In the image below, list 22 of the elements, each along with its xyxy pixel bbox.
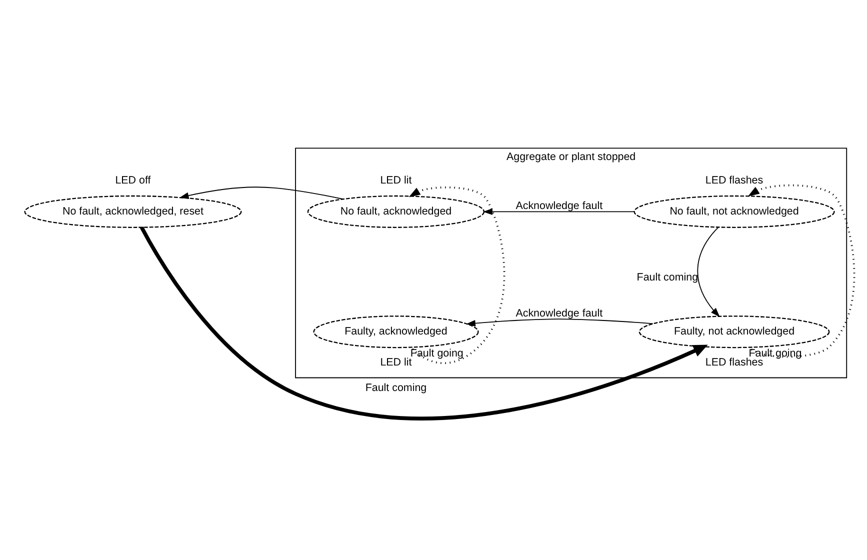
- node-label: LED off: [115, 174, 151, 186]
- node-ellipse: No fault, not acknowledged: [634, 194, 835, 228]
- edge-label: Fault going: [410, 346, 464, 359]
- node-ellipse: Faulty, acknowledged: [313, 315, 479, 348]
- edge-label: Fault coming: [365, 381, 427, 394]
- arrow: [697, 226, 720, 317]
- edge-label: Acknowledge fault: [516, 199, 603, 212]
- arrow: [140, 226, 708, 420]
- node-label: LED lit: [380, 356, 412, 368]
- edge-label: Fault coming: [636, 271, 698, 284]
- arrow: [408, 186, 506, 364]
- edge-label: Acknowledge fault: [516, 307, 603, 320]
- node-ellipse: No fault, acknowledged: [307, 194, 485, 228]
- node-label: LED flashes: [705, 356, 764, 368]
- arrow: [179, 186, 344, 200]
- node-label: LED lit: [380, 174, 412, 186]
- node-label: LED flashes: [705, 174, 764, 186]
- node-ellipse: Faulty, not acknowledged: [638, 315, 830, 348]
- arrow: [748, 184, 856, 358]
- arrow: [466, 318, 654, 326]
- arrow: [482, 208, 635, 215]
- node-ellipse: No fault, acknowledged, reset: [24, 194, 242, 228]
